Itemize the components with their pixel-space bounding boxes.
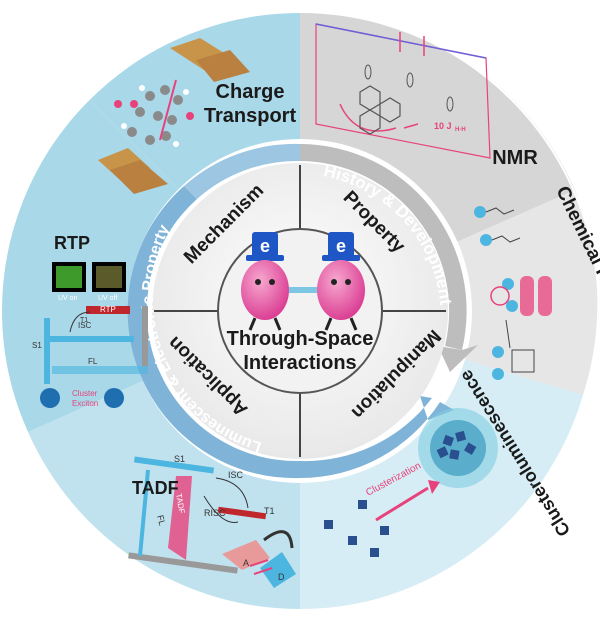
rtp-rtp: RTP <box>100 305 116 314</box>
rtp-isc: ISC <box>78 321 92 330</box>
mascot-left: e <box>241 232 289 331</box>
rtp-illustration <box>40 262 148 408</box>
rtp-cluster: Cluster <box>72 389 98 398</box>
tadf-acceptor: A <box>243 558 249 568</box>
clusteroluminescence-illustration <box>324 408 498 557</box>
gray-arc-arrowhead <box>438 345 478 372</box>
nmr-label: NMR <box>492 147 538 169</box>
rtp-label: RTP <box>54 233 90 253</box>
tadf-isc: ISC <box>228 470 244 480</box>
mascot-right: e <box>317 232 365 331</box>
tadf-illustration <box>128 456 296 588</box>
mascot-right-letter: e <box>336 236 346 256</box>
tadf-t1: T1 <box>264 506 275 516</box>
rtp-exciton: Exciton <box>72 399 98 408</box>
tadf-donor: D <box>278 572 285 582</box>
blue-arc-arrowhead <box>300 396 454 478</box>
tadf-risc: RISC <box>204 508 226 518</box>
center-title-line2: Interactions <box>243 352 356 374</box>
tadf-arrow-label: TADF <box>174 493 186 515</box>
rtp-uv-on: UV on <box>58 295 78 302</box>
nmr-illustration <box>315 23 491 159</box>
rtp-uv-off: UV off <box>98 295 117 302</box>
rtp-fl: FL <box>88 357 98 366</box>
nmr-coupling-label: 10 J <box>434 121 452 131</box>
inner-arc-band <box>127 143 478 479</box>
blue-arc-top <box>184 143 300 199</box>
gray-arc <box>300 144 467 350</box>
chemical-reaction-illustration <box>474 206 552 380</box>
tadf-s1: S1 <box>174 454 185 464</box>
charge-transport-label-line1: Charge <box>216 81 285 103</box>
rtp-t1: T1 <box>80 317 88 324</box>
tadf-label: TADF <box>132 478 179 498</box>
rtp-s1: S1 <box>32 341 42 350</box>
nmr-coupling-sub: H-H <box>455 127 466 133</box>
blue-arc <box>127 186 300 479</box>
charge-transport-label-line2: Transport <box>204 105 297 127</box>
mascot-left-letter: e <box>260 236 270 256</box>
center-title-line1: Through-Space <box>227 328 374 350</box>
charge-transport-illustration <box>98 38 250 194</box>
tadf-fl: FL <box>155 514 167 527</box>
